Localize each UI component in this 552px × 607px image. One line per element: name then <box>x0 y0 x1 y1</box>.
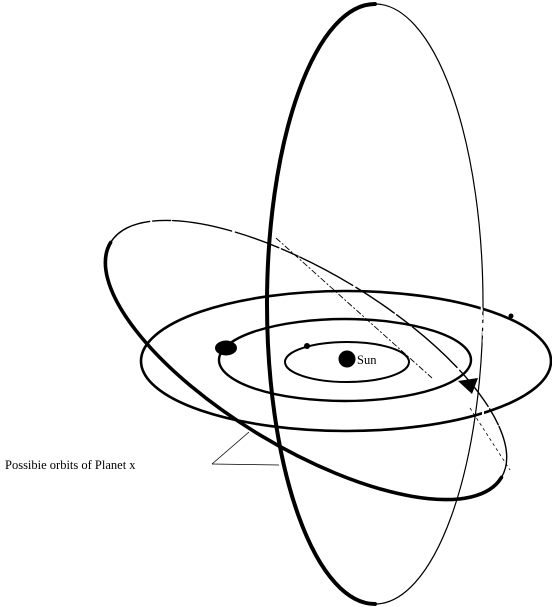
polar-orbit-x <box>267 4 484 604</box>
sun-label: Sun <box>357 353 377 367</box>
tilted-orbit-x <box>65 167 547 553</box>
sun-marker <box>339 351 356 368</box>
pointer-to-tilted-orbit <box>212 432 249 464</box>
polar-orbit-front <box>267 4 375 604</box>
planet-x-caption: Possibie orbits of Planet x <box>5 458 136 472</box>
planet-small-inner <box>304 343 310 349</box>
polar-orbit-hidden <box>481 300 484 430</box>
tilted-orbit-lower <box>65 243 501 553</box>
pointer-to-polar-orbit <box>212 464 279 465</box>
planet-right-wedge <box>458 378 478 394</box>
planet-left <box>215 341 237 356</box>
caption-pointers <box>212 432 279 465</box>
planet-small-outer <box>509 314 514 319</box>
